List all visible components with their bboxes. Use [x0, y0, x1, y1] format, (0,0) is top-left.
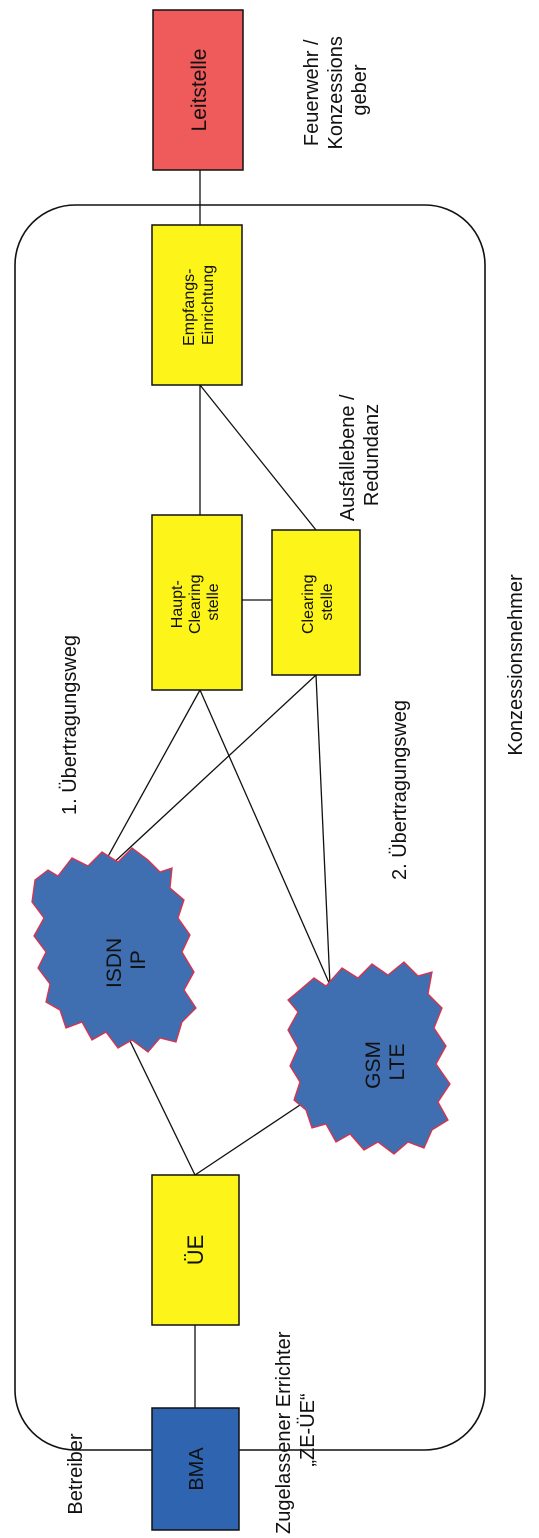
line-clearing-isdn: [94, 674, 317, 881]
line-haupt-gsm: [199, 689, 331, 986]
errichter-label: Zugelassener Errichter „ZE-ÜE“: [273, 1326, 319, 1534]
line-clearing-gsm: [315, 674, 331, 986]
weg2-label: 2. Übertragungsweg: [389, 700, 411, 880]
konzessionsnehmer-label: Konzessionsnehmer: [505, 574, 527, 756]
connection-lines: [94, 170, 331, 1408]
clearingstelle-box: [271, 529, 361, 676]
weg1-label: 1. Übertragungsweg: [59, 635, 81, 815]
empfangs-einrichtung-label: Empfangs- Einrichtung: [181, 264, 217, 346]
bma-label: BMA: [186, 1447, 208, 1491]
line-gsm-ue: [194, 1094, 316, 1176]
ausfallebene-label: Ausfallebene / Redundanz: [337, 389, 383, 521]
clearingstelle-node[interactable]: Clearing stelle: [271, 529, 361, 676]
feuerwehr-label: Feuerwehr / Konzessions geber: [301, 31, 371, 150]
leitstelle-node[interactable]: Leitstelle: [152, 9, 244, 171]
empfangs-einrichtung-node[interactable]: Empfangs- Einrichtung: [151, 224, 243, 386]
gsm-lte-cloud: [287, 961, 451, 1155]
konzessionsnehmer-boundary: [14, 204, 486, 1451]
isdn-ip-network[interactable]: ISDN IP: [31, 847, 197, 1053]
ue-label: ÜE: [183, 1235, 208, 1266]
ue-box: [151, 1174, 240, 1326]
isdn-ip-cloud: [31, 847, 197, 1053]
bma-box: [151, 1407, 240, 1531]
haupt-clearingstelle-box: [151, 514, 243, 691]
haupt-clearingstelle-node[interactable]: Haupt- Clearing stelle: [151, 514, 243, 691]
bma-node[interactable]: BMA: [151, 1407, 240, 1531]
gsm-lte-network[interactable]: GSM LTE: [287, 961, 451, 1155]
empfangs-einrichtung-box: [151, 224, 243, 386]
clearingstelle-label: Clearing stelle: [300, 570, 336, 634]
ue-node[interactable]: ÜE: [151, 1174, 240, 1326]
betreiber-label: Betreiber: [65, 1433, 87, 1514]
leitstelle-box: [152, 9, 244, 171]
haupt-clearingstelle-label: Haupt- Clearing stelle: [169, 570, 222, 634]
line-empfang-clearing: [199, 384, 317, 531]
isdn-ip-label: ISDN IP: [103, 932, 150, 988]
leitstelle-label: Leitstelle: [188, 49, 211, 132]
line-haupt-isdn: [94, 689, 201, 881]
gsm-lte-label: GSM LTE: [362, 1035, 409, 1089]
